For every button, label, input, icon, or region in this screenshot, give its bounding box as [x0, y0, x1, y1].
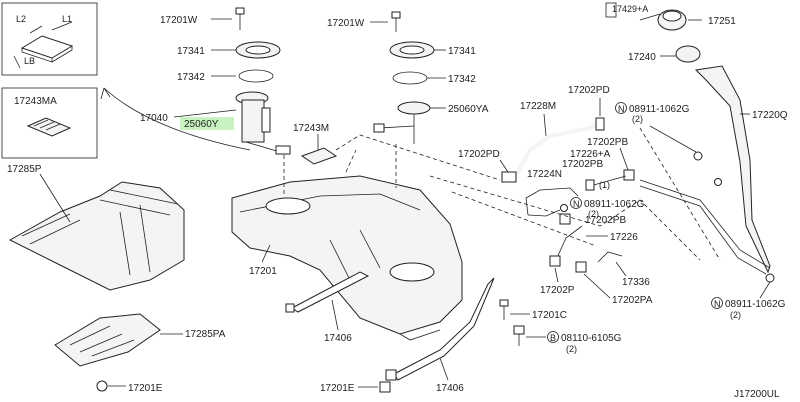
clamp-17202pd-left [501, 171, 517, 183]
label-17341-mid: 17341 [448, 46, 476, 57]
hose-17226a [589, 175, 627, 187]
label-17240: 17240 [628, 52, 656, 63]
bolt-17201w-mid [391, 11, 401, 32]
label-17201w-left: 17201W [160, 15, 198, 26]
clamp-17202pb-a [623, 169, 635, 181]
label-17202pa: 17202PA [612, 295, 653, 306]
b-prefix-circle [547, 331, 559, 343]
strap-17406-bottom [385, 277, 495, 381]
heat-shield-17285pa [54, 313, 161, 367]
label-17336: 17336 [622, 277, 650, 288]
label-17202pd-top: 17202PD [568, 85, 610, 96]
clip-17201e-bottom [379, 381, 391, 393]
label-08911-c: 08911-1062G [725, 299, 786, 310]
nut-08911-c [765, 273, 775, 283]
label-17202pb-a: 17202PB [587, 137, 628, 148]
clip-17201e-left [96, 380, 108, 392]
gasket-17342-left [238, 69, 274, 83]
label-17285pa: 17285PA [185, 329, 226, 340]
inset-arrow [103, 87, 251, 151]
nut-08911-b [560, 204, 568, 212]
diagram-code: J17200UL [734, 389, 780, 400]
label-17201e-bottom: 17201E [320, 383, 355, 394]
lb-label: LB [24, 56, 35, 66]
n-prefix-b: N [573, 199, 580, 209]
label-08911-a: 08911-1062G [629, 104, 690, 115]
label-08911-b-qty: (2) [588, 209, 599, 219]
label-17202pd-left: 17202PD [458, 149, 500, 160]
filler-tube-17220q [639, 65, 771, 275]
filler-ring-17240 [675, 45, 701, 63]
label-17429a: 17429+A [612, 4, 648, 14]
label-17201c: 17201C [532, 310, 567, 321]
sender-25060ya [373, 101, 431, 144]
bolt-17201c [499, 299, 509, 320]
fuel-cap-17251 [657, 9, 687, 31]
label-17220q: 17220Q [752, 110, 788, 121]
label-17341-left: 17341 [177, 46, 205, 57]
highlight-25060y [180, 117, 234, 130]
l2-label: L2 [16, 14, 26, 24]
label-17406-bottom: 17406 [436, 383, 464, 394]
label-08110-qty: (2) [566, 344, 577, 354]
label-17226: 17226 [610, 232, 638, 243]
label-17251: 17251 [708, 16, 736, 27]
n-prefix-a: N [618, 104, 625, 114]
label-17202p: 17202P [540, 285, 575, 296]
hose-17224n [525, 187, 579, 216]
heat-shield-17285p [8, 181, 185, 291]
hose-17336 [597, 251, 623, 263]
strap-17406-left [285, 271, 370, 313]
label-08911-a-qty: (2) [632, 114, 643, 124]
label-17201: 17201 [249, 266, 277, 277]
pad-17243m [300, 147, 338, 165]
label-17406-left: 17406 [324, 333, 352, 344]
label-25060ya: 25060YA [448, 104, 489, 115]
label-17226a: 17226+A [570, 149, 611, 160]
label-17202pb-c: 17202PB [585, 215, 626, 226]
label-17342-mid: 17342 [448, 74, 476, 85]
label-08110: 08110-6105G [561, 333, 622, 344]
label-17201e-left: 17201E [128, 383, 163, 394]
bolt-17201w-left [235, 7, 245, 30]
label-25060y: 25060Y [184, 119, 219, 130]
n-prefix-c: N [714, 299, 721, 309]
label-17226a-qty: (1) [599, 180, 610, 190]
l1-label: L1 [62, 14, 72, 24]
inset-17243ma-box: 17243MA [1, 87, 98, 159]
inset-dimension-box: L2 L1 LB [1, 2, 98, 76]
label-17202pb-b: 17202PB [562, 159, 603, 170]
label-08911-b: 08911-1062G [584, 199, 645, 210]
label-17243ma: 17243MA [14, 96, 57, 107]
gasket-17342-mid [392, 71, 428, 85]
inset-arrow-head [100, 87, 111, 100]
clamp-17202pb-c [559, 213, 571, 225]
clamp-17202p [549, 255, 561, 267]
fuel-tank-17201 [231, 175, 463, 341]
label-17040: 17040 [140, 113, 168, 124]
bolt-08110 [513, 325, 525, 346]
clamp-17202pa [575, 261, 587, 273]
fuel-pump-17040 [235, 91, 291, 155]
b-prefix: B [550, 333, 556, 343]
nut-08911-a [693, 151, 703, 161]
label-17342-left: 17342 [177, 72, 205, 83]
label-17228m: 17228M [520, 101, 556, 112]
label-17201w-mid: 17201W [327, 18, 365, 29]
label-08911-c-qty: (2) [730, 310, 741, 320]
hose-17228m [514, 122, 599, 176]
label-17285p: 17285P [7, 164, 42, 175]
clamp-17202pd-top [595, 117, 605, 131]
label-17243m: 17243M [293, 123, 329, 134]
tether-17429a [639, 13, 661, 21]
hose-17226 [555, 225, 583, 261]
label-17224n: 17224N [527, 169, 562, 180]
